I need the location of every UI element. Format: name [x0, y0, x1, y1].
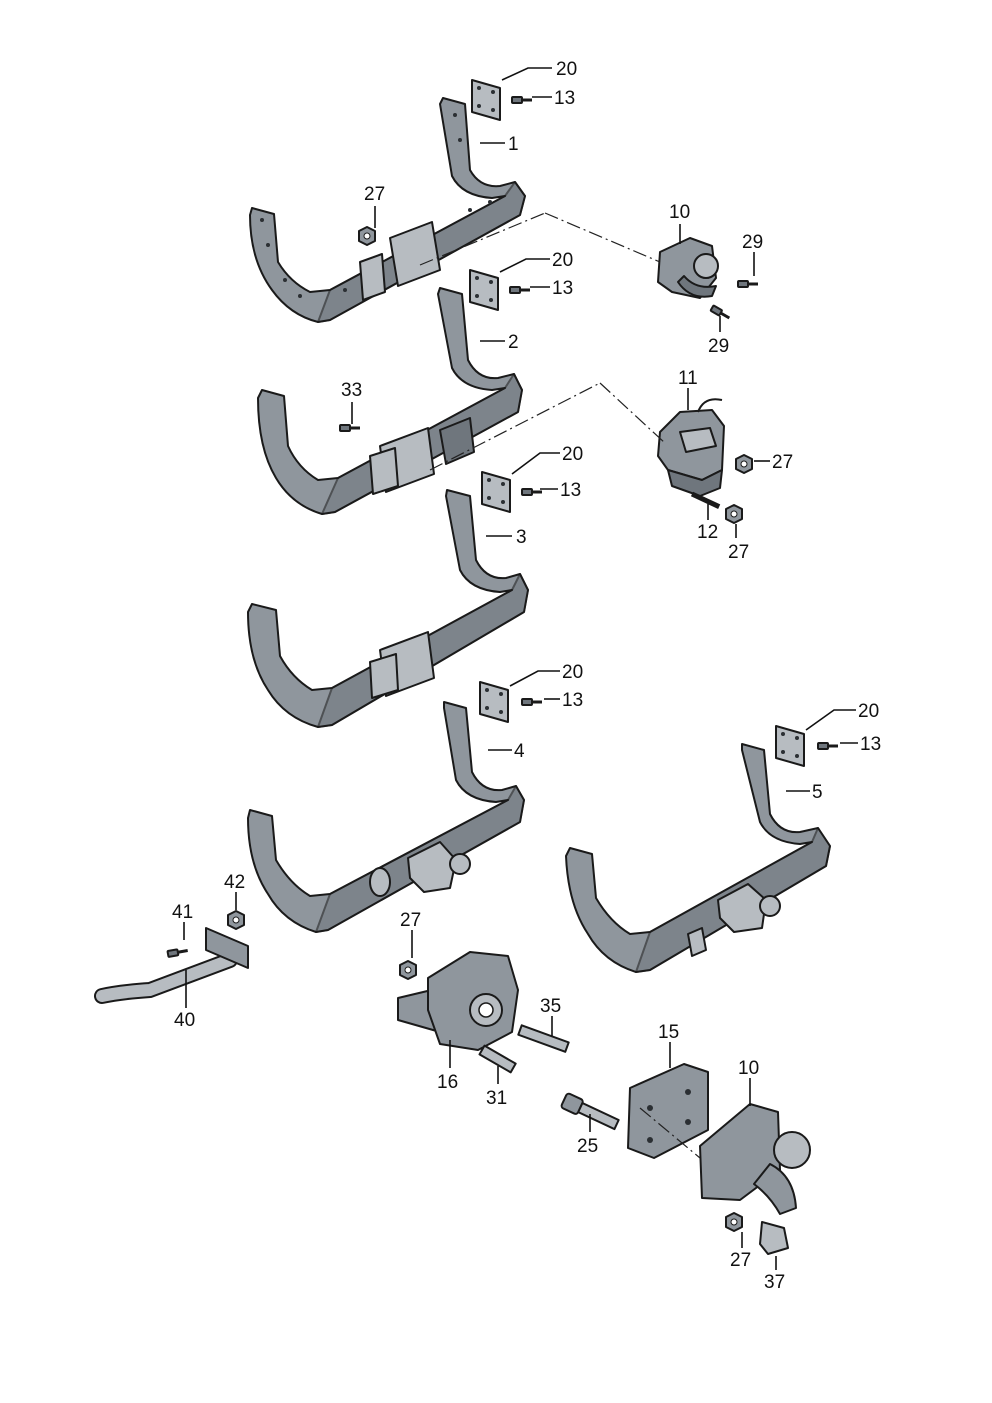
callout-27: 27 [772, 452, 793, 473]
bolt-13d [520, 697, 544, 707]
callout-13: 13 [552, 278, 573, 299]
callout-27: 27 [728, 542, 749, 563]
callout-42: 42 [224, 872, 245, 893]
mounting-plate-20a [471, 79, 501, 121]
callout-40: 40 [174, 1010, 195, 1031]
bolt-13a [510, 95, 534, 105]
callout-27: 27 [400, 910, 421, 931]
leader-lines [183, 67, 858, 1270]
callout-13: 13 [560, 480, 581, 501]
callout-29: 29 [708, 336, 729, 357]
crossmember-2 [257, 287, 523, 515]
mounting-plate-20e [775, 725, 805, 767]
callout-15: 15 [658, 1022, 679, 1043]
callout-20: 20 [562, 444, 583, 465]
callout-27: 27 [364, 184, 385, 205]
crossmember-3 [247, 489, 529, 728]
callout-37: 37 [764, 1272, 785, 1293]
callout-1: 1 [508, 134, 519, 155]
callout-33: 33 [341, 380, 362, 401]
bolt-29a [736, 279, 760, 289]
callout-labels: 20 13 1 27 10 29 29 20 13 2 33 11 27 20 … [172, 59, 881, 1293]
callout-20: 20 [556, 59, 577, 80]
coupling-housing-16 [397, 951, 519, 1051]
jaw-coupling-11 [657, 398, 725, 497]
callout-5: 5 [812, 782, 823, 803]
callout-20: 20 [552, 250, 573, 271]
crossmember-4 [247, 701, 525, 933]
callout-2: 2 [508, 332, 519, 353]
nut-27c [725, 504, 743, 524]
nut-42 [227, 910, 245, 930]
callout-10: 10 [669, 202, 690, 223]
bolt-41 [165, 946, 190, 959]
bolt-13b [508, 285, 532, 295]
mounting-plate-20c [481, 471, 511, 513]
cap-37 [759, 1221, 789, 1255]
callout-35: 35 [540, 996, 561, 1017]
spacer-plate-15 [627, 1063, 709, 1159]
callout-20: 20 [562, 662, 583, 683]
tow-ball-coupling-10b [699, 1103, 811, 1215]
crossmember-1 [249, 97, 526, 323]
callout-20: 20 [858, 701, 879, 722]
callout-16: 16 [437, 1072, 458, 1093]
callout-13: 13 [554, 88, 575, 109]
tow-ball-coupling-10a [657, 237, 719, 299]
callout-13: 13 [562, 690, 583, 711]
bolt-33 [338, 423, 362, 433]
callout-29: 29 [742, 232, 763, 253]
callout-13: 13 [860, 734, 881, 755]
mounting-plate-20b [469, 269, 499, 311]
callout-3: 3 [516, 527, 527, 548]
callout-27: 27 [730, 1250, 751, 1271]
callout-10: 10 [738, 1058, 759, 1079]
mounting-plate-20d [479, 681, 509, 723]
callout-25: 25 [577, 1136, 598, 1157]
cable-40 [94, 927, 249, 1004]
callout-4: 4 [514, 741, 525, 762]
callout-31: 31 [486, 1088, 507, 1109]
callout-12: 12 [697, 522, 718, 543]
crossmember-5 [565, 743, 831, 973]
nut-27a [358, 226, 376, 246]
bolt-13c [520, 487, 544, 497]
callout-11: 11 [678, 368, 698, 389]
callout-41: 41 [172, 902, 193, 923]
nut-27b [735, 454, 753, 474]
bolt-13e [816, 741, 840, 751]
nut-27d [399, 960, 417, 980]
nut-27e [725, 1212, 743, 1232]
